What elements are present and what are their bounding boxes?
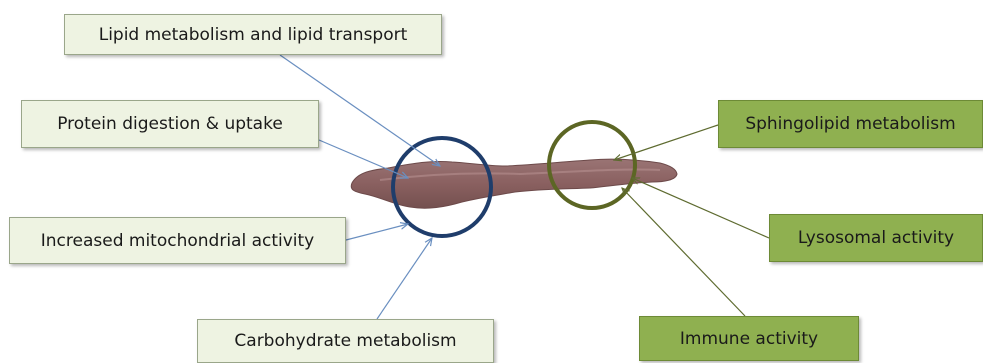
intestine-tissue bbox=[351, 159, 677, 208]
lysosomal-connector bbox=[632, 178, 769, 238]
lipid-metabolism-label: Lipid metabolism and lipid transport bbox=[64, 14, 442, 55]
protein-digestion-text: Protein digestion & uptake bbox=[57, 114, 283, 134]
lysosomal-activity-text: Lysosomal activity bbox=[798, 228, 954, 248]
mitochondrial-activity-label: Increased mitochondrial activity bbox=[9, 217, 346, 264]
carbohydrate-metabolism-text: Carbohydrate metabolism bbox=[234, 331, 456, 351]
mitochondrial-activity-text: Increased mitochondrial activity bbox=[41, 231, 315, 251]
carbohydrate-connector bbox=[377, 238, 432, 319]
mitochondrial-connector bbox=[346, 224, 408, 240]
immune-connector bbox=[622, 188, 745, 316]
protein-connector bbox=[319, 140, 408, 178]
sphingolipid-metabolism-label: Sphingolipid metabolism bbox=[718, 100, 983, 148]
lipid-metabolism-text: Lipid metabolism and lipid transport bbox=[99, 25, 408, 45]
carbohydrate-metabolism-label: Carbohydrate metabolism bbox=[197, 319, 494, 363]
immune-activity-label: Immune activity bbox=[639, 316, 859, 361]
sphingolipid-metabolism-text: Sphingolipid metabolism bbox=[745, 114, 955, 134]
protein-digestion-label: Protein digestion & uptake bbox=[21, 100, 319, 148]
immune-activity-text: Immune activity bbox=[680, 329, 818, 349]
lysosomal-activity-label: Lysosomal activity bbox=[769, 214, 983, 262]
